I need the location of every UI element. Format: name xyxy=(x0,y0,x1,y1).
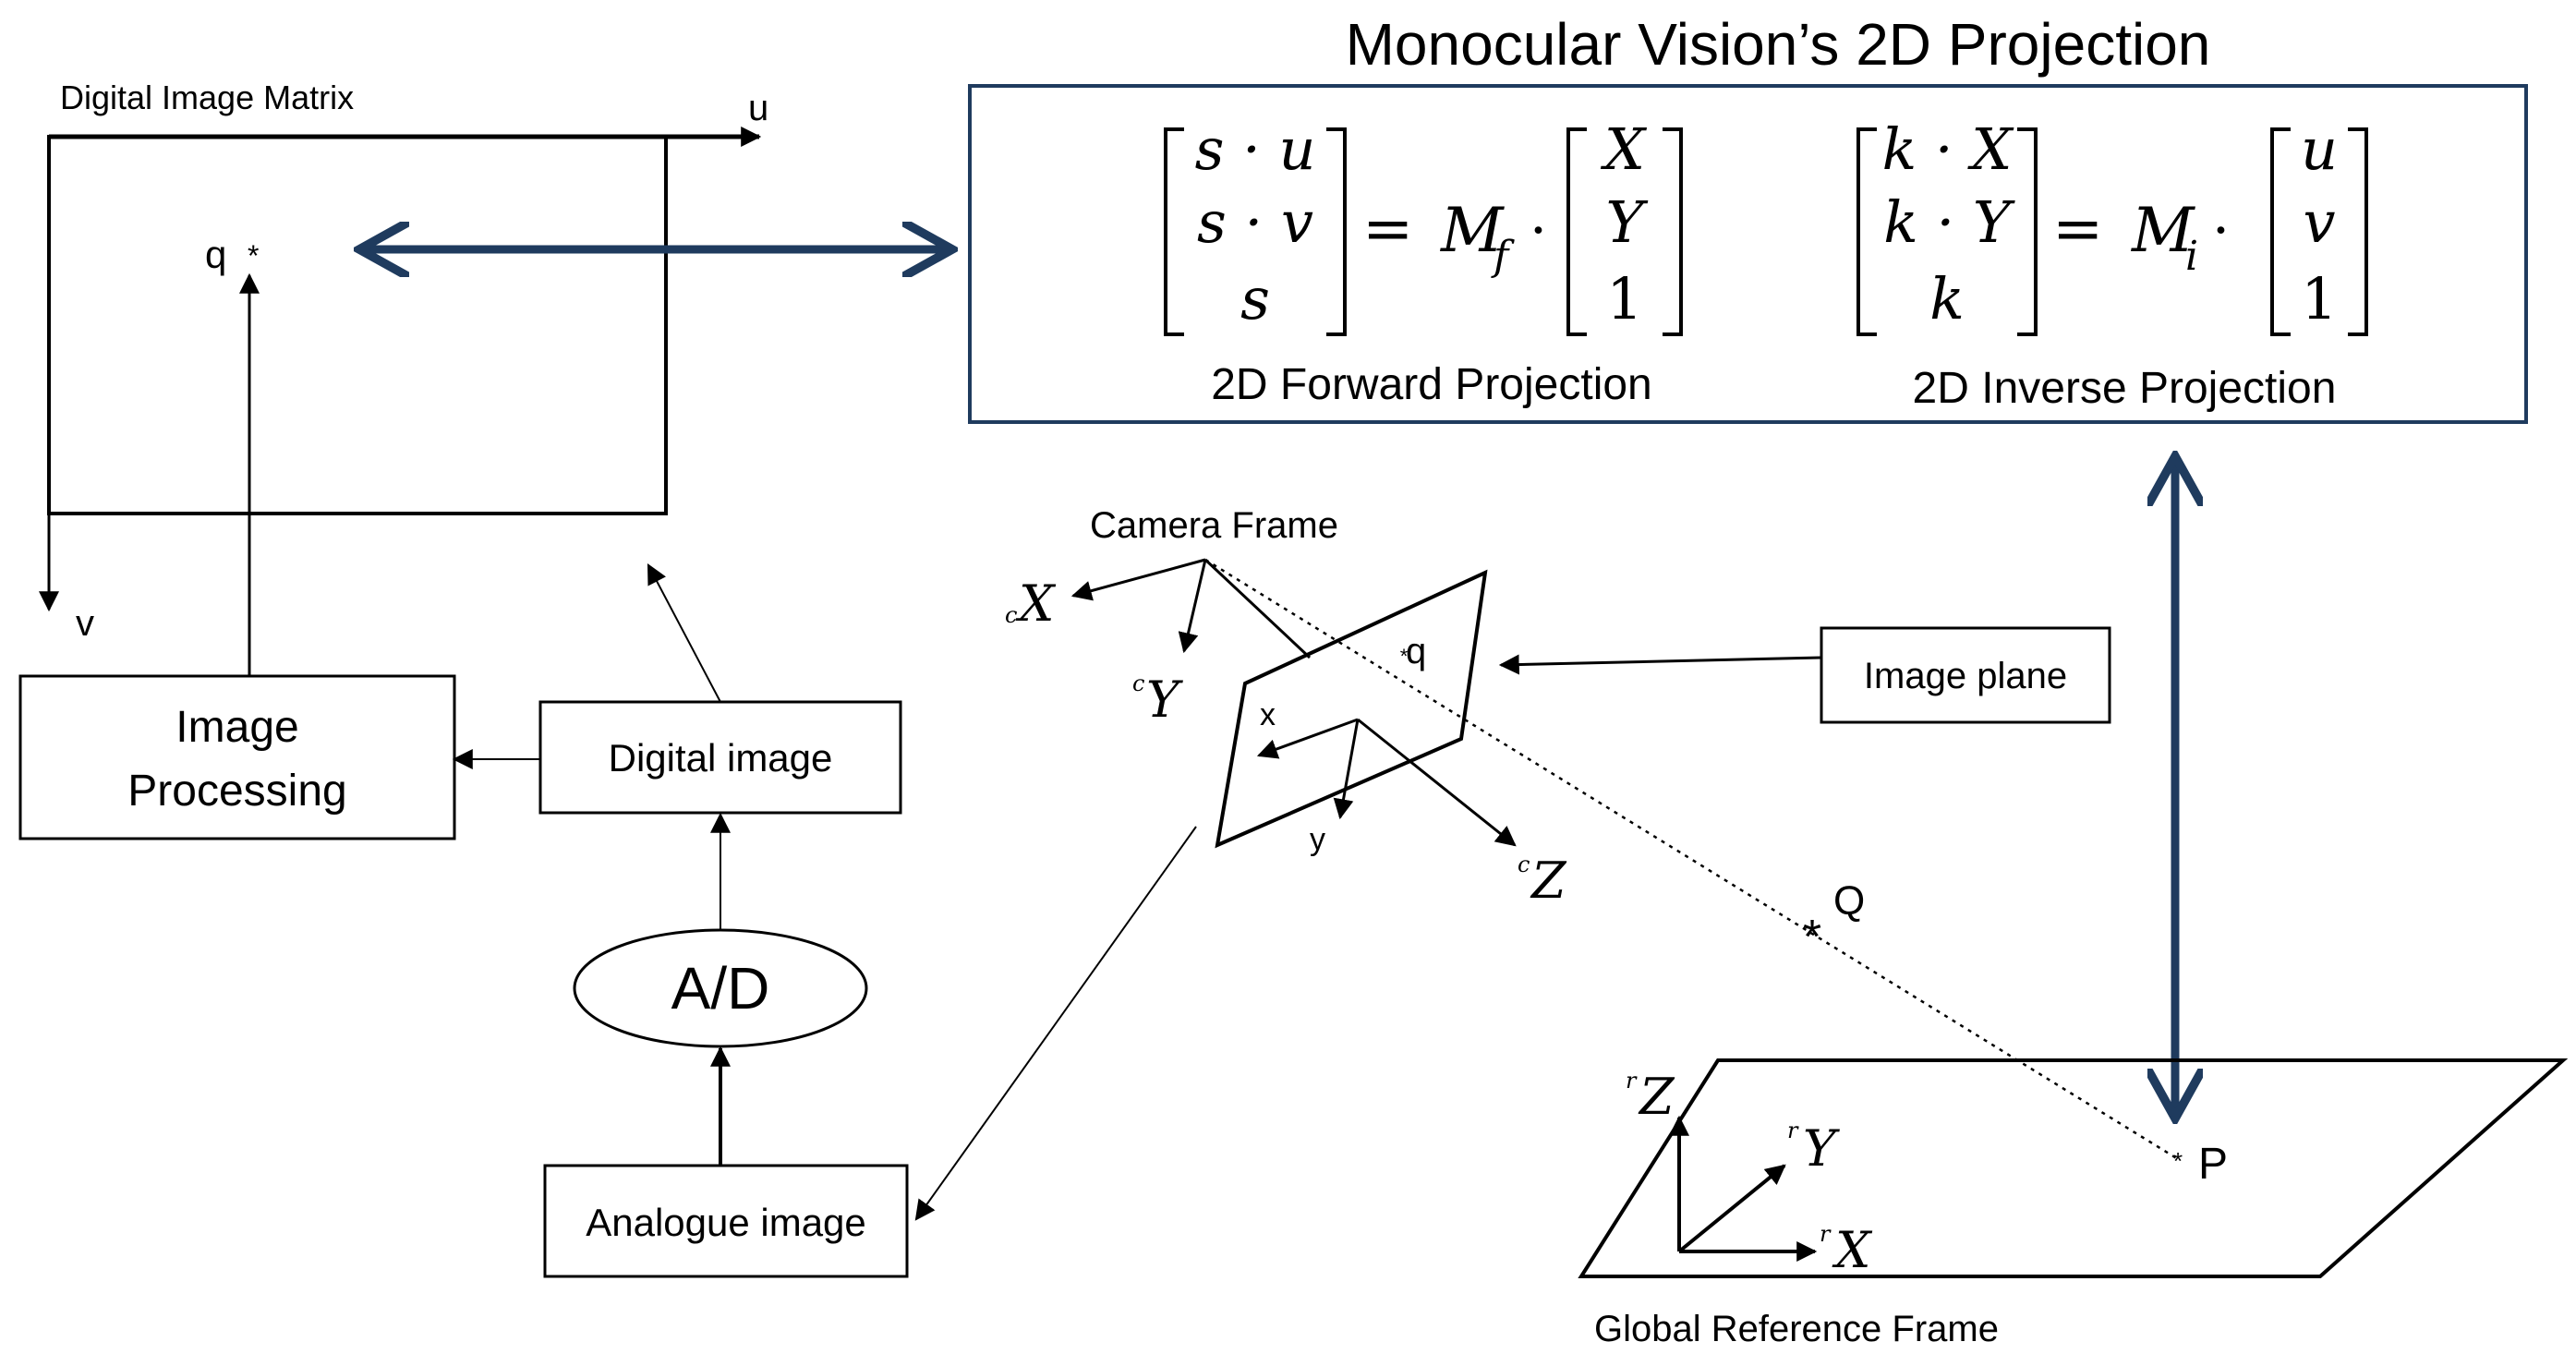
forward-lhs-row3: s xyxy=(1240,265,1270,332)
global-reference-frame-label: Global Reference Frame xyxy=(1594,1309,1999,1349)
camera-z-label: Z xyxy=(1530,852,1567,910)
forward-dot: · xyxy=(1530,199,1547,263)
image-processing-label-line2: Processing xyxy=(127,767,346,816)
inverse-projection-caption: 2D Inverse Projection xyxy=(1913,364,2337,413)
forward-lhs-row1: s · u xyxy=(1195,115,1316,183)
scene-point-q-label: Q xyxy=(1833,878,1865,924)
forward-rhs-row2: Y xyxy=(1606,188,1649,256)
image-processing-label-line1: Image xyxy=(175,703,298,752)
inverse-lhs-row3: k xyxy=(1929,265,1965,332)
global-z-label: Z xyxy=(1638,1068,1675,1126)
camera-x-axis xyxy=(1070,558,1206,601)
camera-frame: Camera Frame x y c X c Y c Z * q xyxy=(1005,505,1567,910)
ad-converter-label: A/D xyxy=(671,955,770,1021)
digital-image-matrix-label: Digital Image Matrix xyxy=(60,79,354,116)
global-reference-frame: r Z r Y r X * P Global Reference Frame xyxy=(1578,1058,2569,1349)
forward-equals: = xyxy=(1362,193,1413,264)
image-processing-box xyxy=(18,674,456,840)
forward-matrix-symbol: M xyxy=(1440,195,1505,266)
global-x-label: X xyxy=(1832,1221,1873,1279)
camera-y-axis xyxy=(1178,559,1207,654)
scene-point-q-marker: * xyxy=(1803,911,1821,964)
image-plane-label-box xyxy=(1820,626,2111,724)
camera-z-sup: c xyxy=(1518,852,1530,877)
camera-z-axis-upper xyxy=(1203,558,1312,659)
plane-point-marker: * xyxy=(1400,645,1409,668)
plane-y-label: y xyxy=(1310,822,1325,857)
forward-lhs-bracket-left xyxy=(1164,127,1184,336)
equation-panel-frame xyxy=(968,84,2528,424)
inverse-rhs-row3: 1 xyxy=(2301,265,2337,332)
inverse-rhs-bracket-right xyxy=(2348,127,2368,336)
camera-x-label: X xyxy=(1015,574,1057,633)
camera-x-sup: c xyxy=(1005,602,1017,628)
camera-z-axis-lower xyxy=(1357,718,1517,847)
digital-to-matrix-arrow xyxy=(647,563,721,703)
global-z-sup: r xyxy=(1626,1068,1638,1094)
forward-projection-caption: 2D Forward Projection xyxy=(1211,360,1652,409)
inverse-dot: · xyxy=(2212,199,2230,263)
inverse-lhs-row1: k · X xyxy=(1882,115,2015,183)
forward-rhs-bracket-left xyxy=(1566,127,1587,336)
inverse-matrix-symbol: M xyxy=(2131,195,2195,266)
camera-y-sup: c xyxy=(1132,671,1144,696)
v-axis-label: v xyxy=(76,603,94,644)
processing-chain: Image Processing Digital image A/D Analo… xyxy=(18,272,909,1278)
inverse-rhs-row1: u xyxy=(2301,115,2338,183)
forward-lhs-row2: s · v xyxy=(1197,188,1313,256)
plane-point-label: q xyxy=(1406,631,1426,671)
inverse-rhs-bracket-left xyxy=(2270,127,2291,336)
image-point-marker: * xyxy=(248,239,259,272)
camera-y-label: Y xyxy=(1146,671,1183,729)
inverse-equals: = xyxy=(2052,193,2103,264)
scene-point-p-label: P xyxy=(2198,1140,2228,1189)
plane-x-axis xyxy=(1256,718,1359,759)
diagram-title: Monocular Vision’s 2D Projection xyxy=(1346,11,2211,78)
analogue-image-label: Analogue image xyxy=(586,1201,866,1244)
inverse-matrix-subscript: i xyxy=(2185,233,2198,280)
forward-rhs-row1: X xyxy=(1601,115,1648,183)
image-point-q: q xyxy=(205,233,226,276)
image-plane-label: Image plane xyxy=(1864,656,2067,696)
label-to-plane-arrow xyxy=(1498,654,1822,675)
image-matrix-frame xyxy=(47,135,668,515)
inverse-rhs-row2: v xyxy=(2303,188,2335,256)
global-y-sup: r xyxy=(1787,1118,1799,1143)
forward-projection-equation: s · u s · v s = M f · X Y 1 2D Forward P… xyxy=(1164,115,1683,409)
camera-image-plane xyxy=(1215,569,1488,849)
forward-rhs-bracket-right xyxy=(1663,127,1683,336)
analogue-image-box xyxy=(543,1164,909,1278)
digital-image-matrix: Digital Image Matrix u v q * xyxy=(39,79,768,644)
global-x-sup: r xyxy=(1820,1221,1832,1247)
inverse-lhs-row2: k · Y xyxy=(1883,188,2015,256)
forward-lhs-bracket-right xyxy=(1326,127,1347,336)
inverse-lhs-bracket-left xyxy=(1856,127,1877,336)
plane-y-axis xyxy=(1333,719,1360,820)
global-y-label: Y xyxy=(1803,1119,1840,1178)
inverse-lhs-bracket-right xyxy=(2017,127,2038,336)
plane-x-label: x xyxy=(1260,697,1276,732)
digital-image-label: Digital image xyxy=(609,736,833,780)
inverse-projection-equation: k · X k · Y k = M i · u v 1 2D Inverse P… xyxy=(1856,115,2368,413)
u-axis-label: u xyxy=(748,88,768,128)
forward-rhs-row3: 1 xyxy=(1606,265,1642,332)
ground-plane xyxy=(1578,1058,2569,1278)
camera-frame-label: Camera Frame xyxy=(1090,505,1338,546)
global-y-axis xyxy=(1677,1164,1786,1253)
scene-point-p-marker: * xyxy=(2173,1147,2183,1175)
equation-panel: s · u s · v s = M f · X Y 1 2D Forward P… xyxy=(968,84,2528,424)
plane-to-analogue-arrow xyxy=(914,826,1197,1221)
